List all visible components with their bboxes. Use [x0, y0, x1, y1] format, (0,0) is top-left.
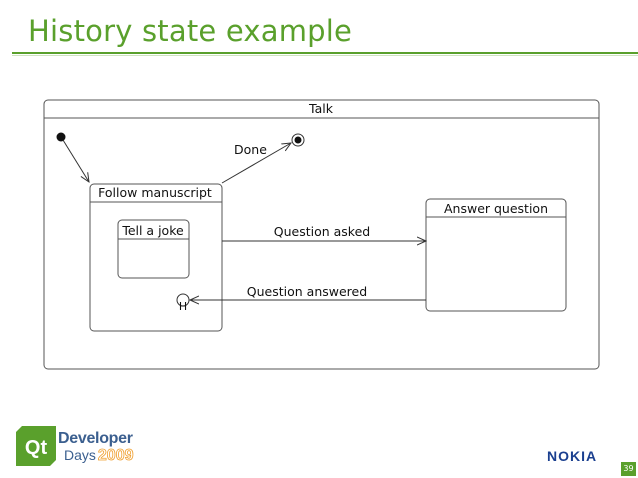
state-tell-a-joke: Tell a joke	[117, 219, 190, 279]
state-answer-question-label: Answer question	[444, 201, 548, 216]
question-asked-transition-label: Question asked	[274, 224, 370, 239]
question-answered-transition-label: Question answered	[247, 284, 367, 299]
qt-logo-text: Qt	[25, 437, 48, 459]
title-underline	[12, 52, 638, 54]
initial-state	[56, 132, 66, 142]
history-state-label: H	[179, 300, 187, 313]
state-tell-a-joke-label: Tell a joke	[121, 223, 184, 238]
initial-transition-arrow	[62, 139, 89, 182]
done-transition-arrow	[221, 143, 291, 184]
done-transition-label: Done	[234, 142, 267, 157]
nokia-logo: NOKIA	[547, 448, 598, 464]
days-word: Days	[64, 447, 96, 463]
slide-title: History state example	[28, 14, 353, 48]
state-answer-question: Answer question	[425, 198, 567, 312]
final-state	[291, 133, 305, 147]
developer-days-wordmark: Developer	[58, 430, 133, 447]
state-follow-manuscript-label: Follow manuscript	[98, 185, 212, 200]
title-underline-shadow	[12, 55, 638, 56]
state-talk-label: Talk	[308, 101, 334, 116]
event-year: 2009	[97, 447, 134, 465]
qt-logo: Qt	[16, 426, 56, 466]
page-number: 39	[621, 462, 636, 476]
